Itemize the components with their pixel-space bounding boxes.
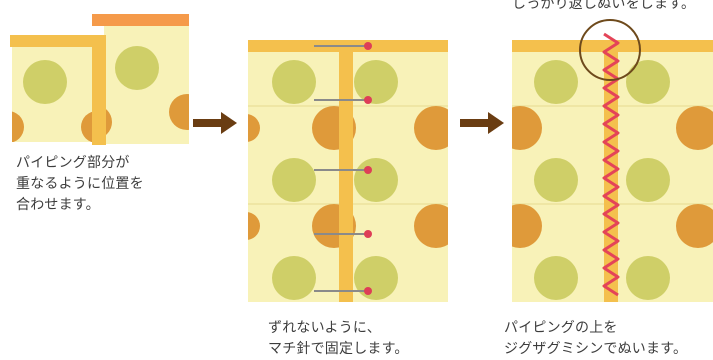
polka-dot	[248, 114, 260, 142]
polka-dot	[12, 111, 24, 142]
arrow-right-icon	[193, 112, 237, 134]
polka-dot	[626, 60, 670, 104]
polka-dot	[414, 106, 448, 150]
arrow-right-icon	[460, 112, 504, 134]
polka-dot	[512, 204, 542, 248]
polka-dot	[115, 46, 159, 90]
polka-dot	[534, 158, 578, 202]
polka-dot	[169, 94, 189, 130]
step3-illustration	[512, 19, 713, 302]
step1-caption: パイピング部分が 重なるように位置を 合わせます。	[16, 155, 144, 213]
pin	[314, 287, 372, 295]
polka-dot	[676, 106, 713, 150]
step1-illustration	[10, 14, 189, 145]
polka-dot	[272, 256, 316, 300]
polka-dot	[354, 158, 398, 202]
polka-dot	[534, 256, 578, 300]
pin	[314, 42, 372, 50]
step2-illustration	[248, 40, 448, 302]
polka-dot	[534, 60, 578, 104]
polka-dot	[512, 106, 542, 150]
polka-dot	[676, 204, 713, 248]
piping-strip-top	[92, 14, 189, 26]
pins	[314, 42, 372, 295]
step2-caption: ずれないように、 マチ針で固定します。	[268, 320, 409, 357]
backstitch-highlight-circle	[579, 19, 641, 81]
piping-strip	[10, 35, 102, 47]
polka-dot	[248, 212, 260, 240]
polka-dot	[626, 158, 670, 202]
step3-note: しっかり返しぬいをします。	[512, 0, 696, 12]
pin	[314, 166, 372, 174]
polka-dot	[23, 60, 67, 104]
polka-dot	[272, 60, 316, 104]
pin	[314, 230, 372, 238]
polka-dot	[272, 158, 316, 202]
polka-dot	[414, 204, 448, 248]
piping-strip-vertical	[92, 35, 106, 145]
polka-dot	[626, 256, 670, 300]
zigzag-stitch	[602, 32, 620, 297]
polka-dot	[354, 256, 398, 300]
step3-caption: パイピングの上を ジグザグミシンでぬいます。	[504, 320, 688, 357]
pin	[314, 96, 372, 104]
polka-dot	[354, 60, 398, 104]
